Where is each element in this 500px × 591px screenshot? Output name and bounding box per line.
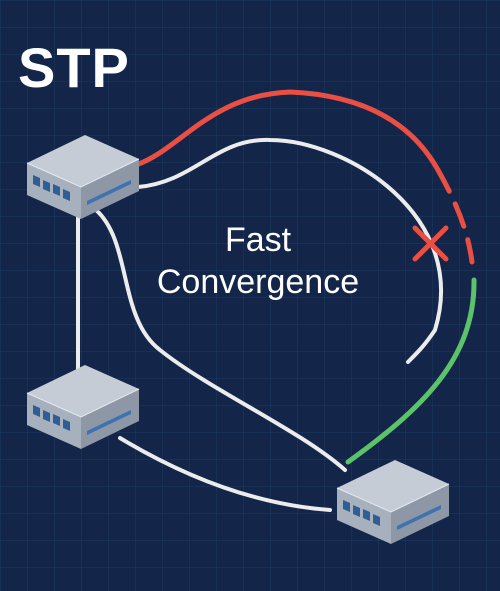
- link-middle-left-to-bottom-right: [118, 436, 332, 512]
- blocked-path: [133, 89, 441, 173]
- center-label-line-2: Convergence: [156, 263, 360, 301]
- blocked-path-dashed: [435, 167, 475, 265]
- diagram-title: STP: [18, 36, 130, 99]
- x-mark-icon: [412, 225, 449, 262]
- link-redundant-loop: [136, 137, 443, 364]
- link-top-left-to-bottom-right: [94, 208, 347, 472]
- restored-path: [345, 277, 477, 465]
- center-label-line-1: Fast: [224, 221, 292, 259]
